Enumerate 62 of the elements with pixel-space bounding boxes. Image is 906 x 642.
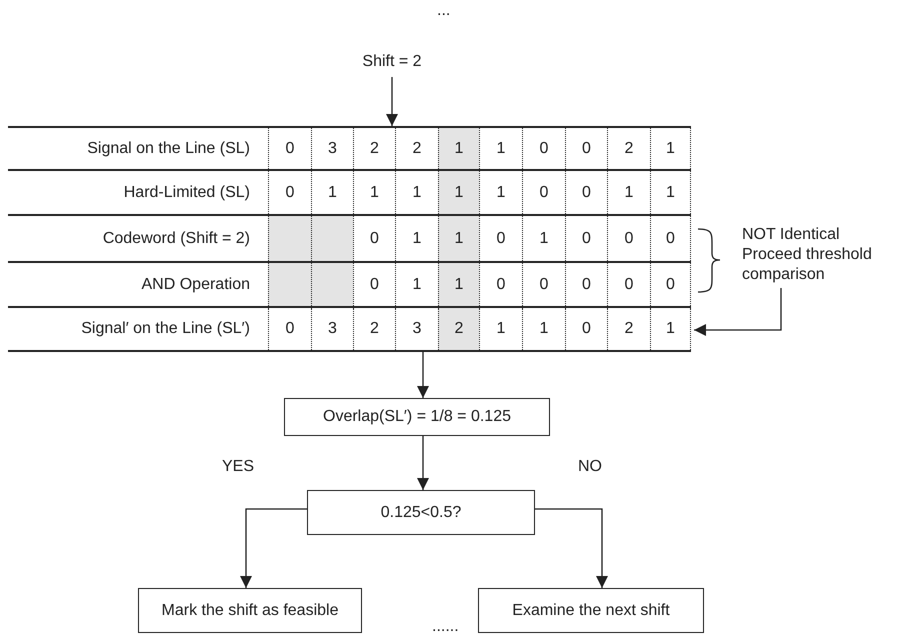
table-cell: 0 [565,216,607,261]
table-cell: 0 [565,308,607,350]
row-label: Signal on the Line (SL) [86,140,250,158]
process-box: Examine the next shift [478,588,704,633]
table-cell: 0 [268,171,311,214]
table-cell: 0 [353,216,395,261]
table-cell: 2 [353,128,395,169]
process-box: Overlap(SL′) = 1/8 = 0.125 [284,398,550,436]
table-cell: 0 [650,216,691,261]
table-cell: 1 [522,308,565,350]
table-cell: 1 [438,216,479,261]
table-cell: 2 [353,308,395,350]
ellipsis-text: ...... [432,618,459,636]
arrow [417,352,429,398]
table-cell: 0 [353,263,395,306]
table-cell: 0 [522,171,565,214]
row-label: AND Operation [140,276,250,294]
annotation-text: NOT Identical Proceed threshold comparison [742,225,882,285]
table-cell: 3 [311,308,353,350]
table-cell: 2 [607,128,650,169]
table-cell: 1 [353,171,395,214]
table-cell: 1 [650,308,691,350]
table-cell: 1 [438,263,479,306]
arrow [386,77,398,126]
edge-label: YES [222,458,254,476]
arrow [694,288,782,336]
table-cell: 2 [438,308,479,350]
table-cell: 0 [268,308,311,350]
table-cell: 0 [479,216,522,261]
table-cell: 1 [479,171,522,214]
table-cell: 0 [522,128,565,169]
table-cell: 0 [268,128,311,169]
arrow [240,508,307,588]
table-cell: 1 [522,216,565,261]
table-cell: 0 [479,263,522,306]
arrow [417,436,429,490]
arrow [535,508,608,588]
table-cell: 1 [607,171,650,214]
table-cell: 0 [522,263,565,306]
table-cell: 0 [607,263,650,306]
table-cell: 1 [650,171,691,214]
table-cell: 0 [565,263,607,306]
edge-label: NO [578,458,602,476]
table-cell: 0 [565,128,607,169]
table-cell: 1 [311,171,353,214]
row-label: Signal′ on the Line (SL′) [80,320,250,338]
shift-label: Shift = 2 [352,53,432,71]
decision-box: 0.125<0.5? [307,490,535,535]
table-cell: 1 [438,171,479,214]
table-cell: 1 [438,128,479,169]
row-label: Hard-Limited (SL) [122,184,250,202]
table-cell: 0 [607,216,650,261]
table-cell: 3 [311,128,353,169]
table-cell: 1 [650,128,691,169]
process-box: Mark the shift as feasible [138,588,362,633]
table-cell: 1 [479,308,522,350]
row-label: Codeword (Shift = 2) [102,230,250,248]
table-cell: 0 [565,171,607,214]
table-cell: 1 [479,128,522,169]
table-cell: 0 [650,263,691,306]
table-cell: 2 [607,308,650,350]
ellipsis-text: ... [437,2,450,20]
